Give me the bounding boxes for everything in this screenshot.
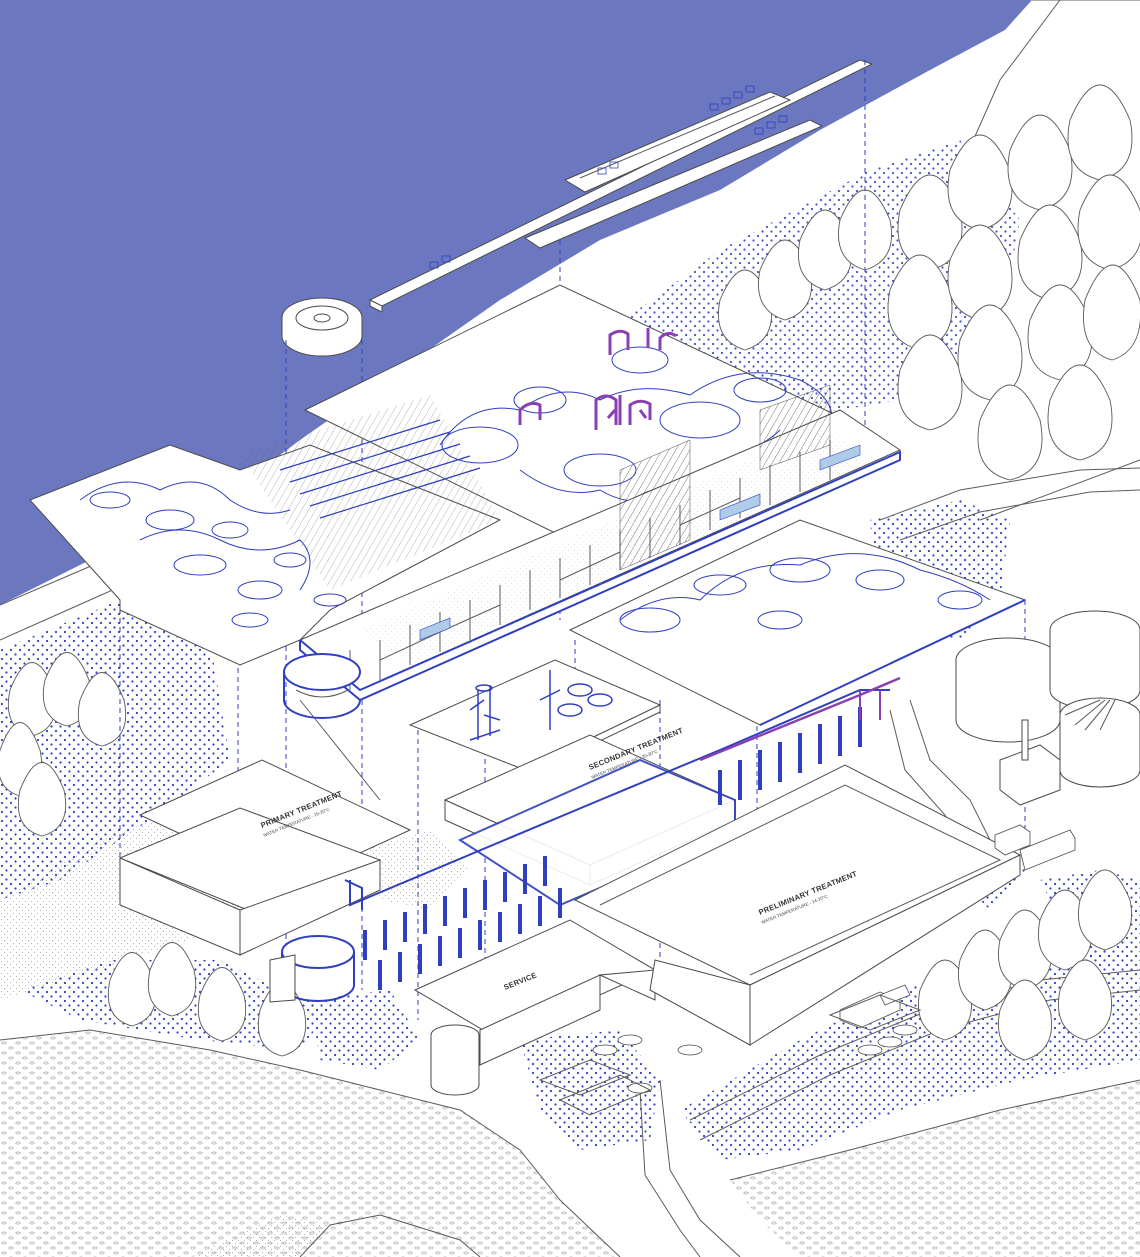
pipes [344,676,901,910]
main-bar-building [283,384,902,719]
primary-treatment-building: PRIMARY TREATMENT WATER TEMPERATURE - 15… [118,759,412,956]
foreground-terrain [0,1029,1140,1257]
parking-area [538,994,922,1116]
service-building: SERVICE [413,919,657,1066]
preliminary-treatment-building: PRELIMINARY TREATMENT WATER TEMPERATURE … [573,764,1022,1046]
forest-left [0,652,307,1057]
left-roof-slab [29,395,502,666]
forest-right [718,84,1140,481]
silos [955,610,1140,806]
round-tower [269,935,355,1003]
forest-lower-right [918,869,1132,1061]
right-roof-slab [568,519,1027,726]
small-silo [430,1024,480,1096]
water-pier [281,59,874,357]
secondary-treatment-building: SECONDARY TREATMENT WATER TEMPERATURE - … [443,726,737,907]
vehicles [592,824,1076,1094]
